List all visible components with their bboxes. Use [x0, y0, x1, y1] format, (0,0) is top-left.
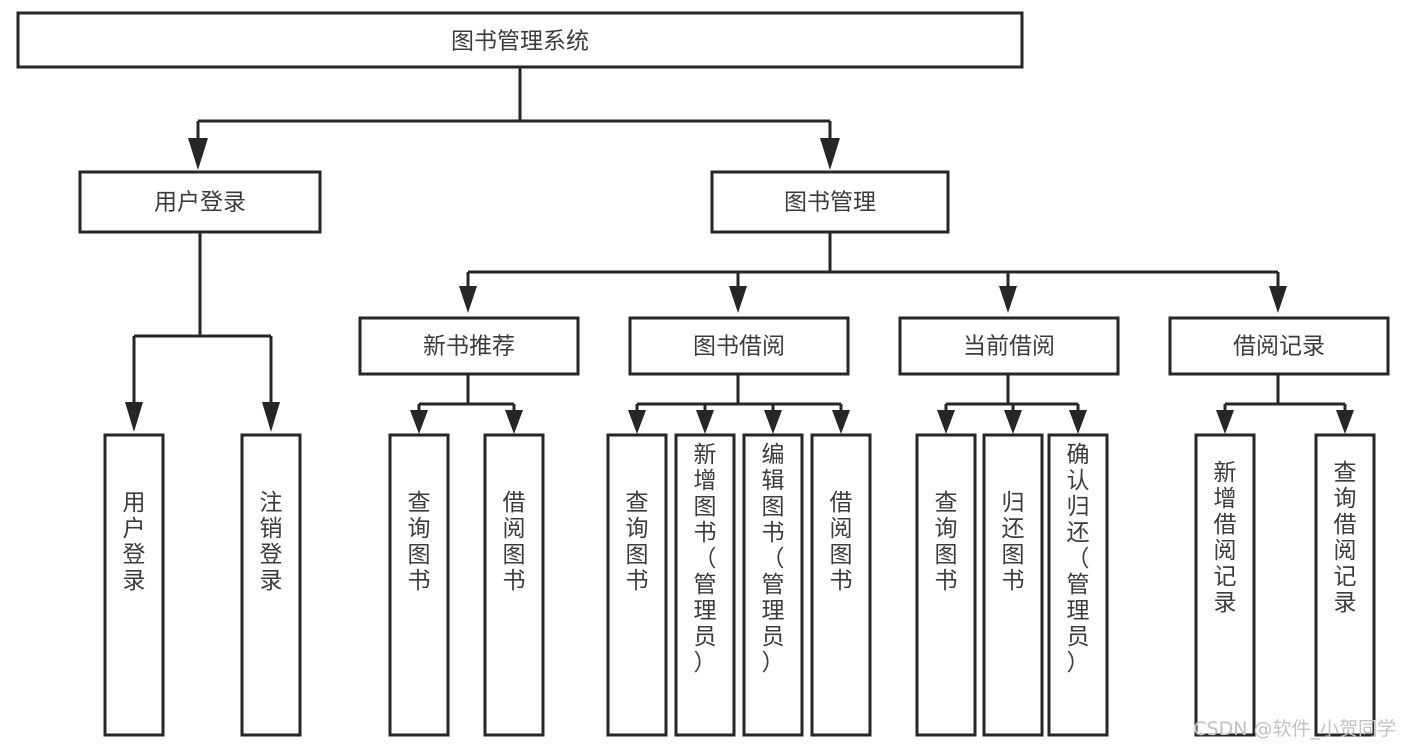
node-leaf-return-book-label: 归还图书	[1002, 490, 1025, 594]
connector-group-user-login	[125, 232, 280, 432]
node-leaf-confirm-return-box[interactable]	[1047, 433, 1109, 737]
node-user-login-label: 用户登录	[154, 190, 246, 216]
node-book-borrow[interactable]: 图书借阅	[628, 316, 850, 376]
arrowhead-leaf-confirm-return	[1069, 410, 1087, 434]
node-leaf-query-record[interactable]: 查询借阅记录	[1314, 433, 1376, 737]
node-book-manage[interactable]: 图书管理	[710, 170, 950, 234]
connector-group-new-book-recommend	[410, 375, 523, 434]
node-leaf-user-login-label: 用户登录	[123, 490, 146, 594]
node-leaf-query-book-2-box[interactable]	[606, 433, 668, 737]
arrowhead-leaf-edit-book	[764, 410, 782, 434]
node-root-box[interactable]	[16, 11, 1024, 69]
node-leaf-query-book-3[interactable]: 查询图书	[915, 433, 977, 737]
node-root-label: 图书管理系统	[451, 29, 589, 55]
node-borrow-record-label: 借阅记录	[1233, 334, 1325, 360]
connector-group-book-manage	[459, 232, 1287, 313]
node-borrow-record-box[interactable]	[1168, 316, 1390, 376]
node-current-borrow[interactable]: 当前借阅	[898, 316, 1120, 376]
arrowhead-leaf-user-login	[125, 402, 143, 432]
node-leaf-confirm-return-label: 确认归还（管理员）	[1067, 442, 1090, 676]
arrowhead-leaf-logout	[262, 402, 280, 432]
node-book-manage-label: 图书管理	[784, 190, 876, 216]
node-leaf-query-book-3-box[interactable]	[915, 433, 977, 737]
node-leaf-return-book-box[interactable]	[982, 433, 1044, 737]
node-leaf-borrow-book-2[interactable]: 借阅图书	[810, 433, 872, 737]
node-leaf-logout-label: 注销登录	[260, 490, 283, 594]
arrowhead-leaf-query-record	[1336, 410, 1354, 434]
node-leaf-query-book-3-label: 查询图书	[935, 490, 958, 594]
node-borrow-record[interactable]: 借阅记录	[1168, 316, 1390, 376]
connector-group-current-borrow	[937, 375, 1087, 434]
node-new-book-recommend[interactable]: 新书推荐	[358, 316, 580, 376]
node-leaf-query-book-1[interactable]: 查询图书	[388, 433, 450, 737]
node-leaf-add-record-box[interactable]	[1194, 433, 1256, 737]
node-leaf-borrow-book-1[interactable]: 借阅图书	[483, 433, 545, 737]
node-leaf-add-record[interactable]: 新增借阅记录	[1194, 433, 1256, 737]
node-leaf-add-record-label: 新增借阅记录	[1214, 460, 1237, 616]
node-leaf-query-record-label: 查询借阅记录	[1334, 460, 1357, 616]
node-leaf-logout-box[interactable]	[240, 433, 302, 737]
connector-group-root	[188, 67, 840, 170]
node-leaf-query-record-box[interactable]	[1314, 433, 1376, 737]
node-leaf-borrow-book-1-label: 借阅图书	[503, 490, 526, 594]
arrowhead-leaf-query-book-2	[628, 410, 646, 434]
node-leaf-add-book-label: 新增图书（管理员）	[694, 442, 717, 676]
node-book-manage-box[interactable]	[710, 170, 950, 234]
arrowhead-leaf-borrow-book-1	[505, 410, 523, 434]
node-leaf-query-book-2[interactable]: 查询图书	[606, 433, 668, 737]
node-leaf-query-book-2-label: 查询图书	[626, 490, 649, 594]
arrowhead-book-borrow	[729, 286, 747, 313]
connector-group-book-borrow	[628, 375, 850, 434]
node-leaf-edit-book-label: 编辑图书（管理员）	[762, 442, 785, 676]
arrowhead-leaf-borrow-book-2	[832, 410, 850, 434]
csdn-watermark: CSDN @软件_小贺同学	[1193, 718, 1396, 740]
arrowhead-borrow-record	[1269, 286, 1287, 313]
node-user-login[interactable]: 用户登录	[78, 170, 322, 234]
node-user-login-box[interactable]	[78, 170, 322, 234]
node-leaf-edit-book-box[interactable]	[742, 433, 804, 737]
node-leaf-user-login-box[interactable]	[103, 433, 165, 737]
node-new-book-recommend-box[interactable]	[358, 316, 580, 376]
node-leaf-edit-book[interactable]: 编辑图书（管理员）	[742, 433, 804, 737]
node-book-borrow-label: 图书借阅	[693, 334, 785, 360]
arrowhead-leaf-query-book-1	[410, 410, 428, 434]
node-current-borrow-label: 当前借阅	[963, 334, 1055, 360]
node-leaf-add-book-box[interactable]	[674, 433, 736, 737]
connector-group-borrow-record	[1216, 375, 1354, 434]
node-new-book-recommend-label: 新书推荐	[423, 334, 515, 360]
arrowhead-leaf-add-book	[696, 410, 714, 434]
node-current-borrow-box[interactable]	[898, 316, 1120, 376]
node-leaf-user-login[interactable]: 用户登录	[103, 433, 165, 737]
arrowhead-current-borrow	[999, 286, 1017, 313]
node-leaf-borrow-book-1-box[interactable]	[483, 433, 545, 737]
node-leaf-borrow-book-2-label: 借阅图书	[830, 490, 853, 594]
arrowhead-leaf-return-book	[1004, 410, 1022, 434]
node-leaf-query-book-1-box[interactable]	[388, 433, 450, 737]
node-book-borrow-box[interactable]	[628, 316, 850, 376]
arrowhead-leaf-query-book-3	[937, 410, 955, 434]
node-leaf-confirm-return[interactable]: 确认归还（管理员）	[1047, 433, 1109, 737]
arrowhead-user-login	[188, 138, 208, 170]
node-leaf-return-book[interactable]: 归还图书	[982, 433, 1044, 737]
node-leaf-borrow-book-2-box[interactable]	[810, 433, 872, 737]
node-leaf-logout[interactable]: 注销登录	[240, 433, 302, 737]
node-leaf-query-book-1-label: 查询图书	[408, 490, 431, 594]
node-root[interactable]: 图书管理系统	[16, 11, 1024, 69]
arrowhead-book-manage	[820, 138, 840, 170]
arrowhead-leaf-add-record	[1216, 410, 1234, 434]
arrowhead-new-book-recommend	[459, 286, 477, 313]
node-leaf-add-book[interactable]: 新增图书（管理员）	[674, 433, 736, 737]
